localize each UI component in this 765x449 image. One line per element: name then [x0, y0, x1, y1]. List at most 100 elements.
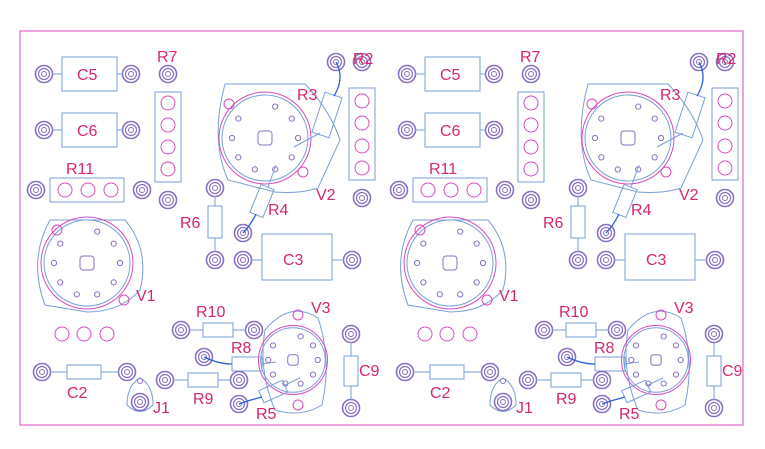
- socket-ring: [403, 216, 497, 310]
- r8-trace: [566, 356, 596, 365]
- j1-jack: [126, 377, 154, 412]
- c6-pad-left: [34, 120, 54, 140]
- c3-pad-right: [342, 250, 362, 270]
- r2-pad-top: [715, 52, 735, 72]
- board-outline: [19, 30, 744, 426]
- socket-key: [287, 354, 299, 366]
- r7-pad-top: [521, 64, 541, 84]
- tube-outline: [37, 219, 144, 313]
- spare-ring: [462, 326, 478, 342]
- tube-outline: [400, 219, 507, 313]
- socket-pin: [110, 240, 117, 247]
- r6-pad-top: [568, 178, 588, 198]
- mounting-hole: [414, 224, 426, 236]
- socket-pin: [651, 115, 658, 122]
- mounting-hole: [51, 224, 63, 236]
- socket-pin: [660, 380, 667, 387]
- r9-pad-left: [155, 370, 175, 390]
- socket-pin: [420, 279, 427, 286]
- socket-pin: [614, 166, 621, 173]
- socket-pin: [632, 371, 640, 378]
- socket-pin: [436, 291, 443, 298]
- spare-ring: [54, 326, 70, 342]
- mounting-hole: [655, 309, 667, 321]
- r7-body: [517, 91, 545, 183]
- j1-pad: [130, 392, 150, 412]
- r4-body: [249, 183, 275, 219]
- r8-lead: [261, 361, 277, 365]
- r7-pad-bottom: [158, 190, 178, 210]
- r2-body: [348, 87, 376, 181]
- label-r2: R2: [716, 51, 737, 68]
- r7-pin: [523, 117, 539, 133]
- j1-outline: [489, 377, 517, 412]
- c6-pad-left: [397, 120, 417, 140]
- socket-inner-ring: [221, 94, 309, 182]
- j1-pin: [137, 378, 143, 384]
- label-c3: C3: [646, 252, 667, 269]
- mounting-hole: [586, 98, 598, 110]
- r2-pin: [354, 138, 370, 154]
- c5-pad-right: [484, 64, 504, 84]
- c2-pad-right: [480, 362, 500, 382]
- r2-pad-top: [352, 52, 372, 72]
- r2-pin: [717, 115, 733, 131]
- r11-pin: [443, 182, 459, 198]
- socket-pin: [294, 134, 302, 142]
- socket-pin: [672, 371, 680, 378]
- r8-lead: [624, 361, 640, 365]
- label-v1: V1: [499, 288, 519, 305]
- r8-body: [594, 356, 626, 372]
- socket-pin: [94, 291, 101, 298]
- socket-pin: [677, 356, 684, 364]
- socket-pin: [598, 154, 605, 161]
- c9-body: [706, 355, 722, 387]
- j1-pin: [500, 378, 506, 384]
- r7-pin: [160, 161, 176, 177]
- r2-pin: [354, 160, 370, 176]
- r7-pad-bottom: [521, 190, 541, 210]
- label-r8: R8: [231, 340, 252, 357]
- r3-lead: [656, 132, 684, 148]
- socket-pin: [265, 356, 272, 364]
- socket-key: [620, 130, 636, 146]
- j1-outline: [126, 377, 154, 412]
- label-r3: R3: [297, 87, 318, 104]
- label-r2: R2: [353, 51, 374, 68]
- spare-ring: [99, 326, 115, 342]
- socket-pin: [235, 154, 242, 161]
- socket-pin: [598, 115, 605, 122]
- c3-body: [261, 233, 333, 281]
- label-r6: R6: [543, 215, 564, 232]
- r8-trace: [203, 356, 233, 365]
- r7-pad-top: [158, 64, 178, 84]
- label-c6: C6: [440, 123, 461, 140]
- socket-pin: [94, 228, 101, 235]
- c9-pad-bottom: [704, 398, 724, 418]
- label-r4: R4: [268, 202, 289, 219]
- v3-tube-socket: [258, 309, 328, 414]
- c6-pad-right: [121, 120, 141, 140]
- socket-pin: [269, 342, 277, 349]
- label-r6: R6: [180, 215, 201, 232]
- r4-body: [612, 183, 638, 219]
- r2-pad-bottom: [352, 188, 372, 208]
- c2-pad-left: [32, 362, 52, 382]
- r4-trace: [605, 213, 620, 234]
- c6-pad-right: [484, 120, 504, 140]
- r7-pin: [523, 161, 539, 177]
- c3-pad-left: [596, 250, 616, 270]
- socket-ring: [258, 325, 328, 395]
- v1-tube-socket: [400, 216, 507, 313]
- label-c3: C3: [283, 252, 304, 269]
- socket-pin: [297, 333, 304, 340]
- r4-trace: [242, 213, 257, 234]
- socket-pin: [73, 291, 80, 298]
- socket-pin: [413, 259, 421, 267]
- r5-lead: [647, 377, 664, 386]
- r10-pad-left: [534, 320, 554, 340]
- r11-pad-right: [495, 180, 515, 200]
- socket-key: [650, 354, 662, 366]
- r3-body: [674, 91, 706, 139]
- socket-pin: [288, 115, 295, 122]
